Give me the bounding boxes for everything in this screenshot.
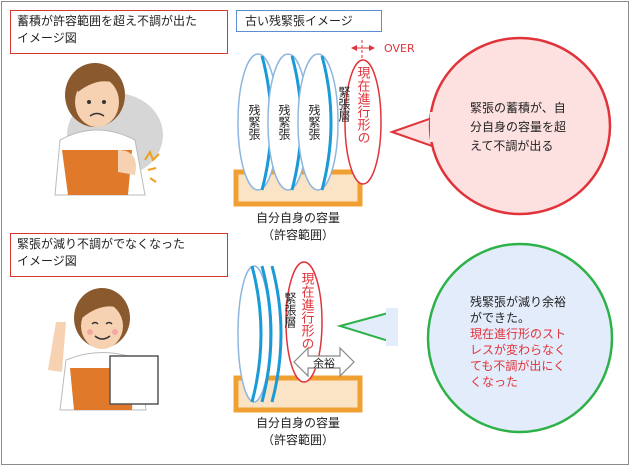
top-bubble-line1: 緊張の蓄積が、自 [470, 100, 566, 115]
bottom-capacity-caption: 自分自身の容量 （許容範囲） [236, 415, 360, 449]
top-current-layer [344, 59, 382, 185]
top-label-line2: イメージ図 [17, 31, 77, 45]
top-label-line1: 蓄積が許容範囲を超え不調が出た [17, 14, 198, 28]
top-bubble-line2: 分自身の容量を超 [470, 119, 566, 134]
bottom-current-label-a: 緊張層 [283, 292, 297, 329]
bottom-bubble-red-4: くなった [470, 375, 518, 389]
bottom-bubble-red-3: ても不調が出にく [470, 358, 565, 373]
bottom-bubble-black-2: ができた。 [470, 310, 530, 325]
bottom-current-layer [285, 261, 323, 383]
bottom-current-label-b: 現在進行形の [299, 272, 315, 350]
top-current-label-a: 緊張層 [337, 86, 351, 123]
bottom-speech-bubble: 残緊張が減り余裕 ができた。 現在進行形のスト レスが変わらなく ても不調が出に… [336, 242, 614, 434]
top-bubble-line3: えて不調が出る [470, 138, 553, 153]
bottom-label-line1: 緊張が減り不調がでなくなった [17, 237, 186, 251]
margin-label: 余裕 [313, 356, 335, 370]
top-plate-label-1: 残緊張 [247, 104, 261, 140]
margin-arrow [293, 346, 355, 378]
bottom-capacity-line2: （許容範囲） [261, 433, 334, 447]
top-speech-bubble: 緊張の蓄積が、自 分自身の容量を超 えて不調が出る [388, 36, 612, 216]
top-capacity-line2: （許容範囲） [261, 228, 334, 242]
top-dish-diagram: OVER [233, 40, 415, 207]
bottom-person-illustration [48, 288, 159, 411]
bottom-bubble-black-1: 残緊張が減り余裕 [470, 294, 566, 309]
top-label: 蓄積が許容範囲を超え不調が出た イメージ図 [10, 10, 228, 54]
top-title-text: 古い残緊張イメージ [245, 14, 353, 28]
top-plate-label-3: 残緊張 [307, 104, 321, 140]
bottom-capacity-line1: 自分自身の容量 [255, 416, 340, 430]
bottom-plate-labels: 緊張層 現在進行形の 余裕 [283, 272, 335, 370]
over-label: OVER [384, 42, 415, 55]
top-plate-label-2: 残緊張 [277, 104, 291, 140]
top-person-illustration [54, 63, 163, 196]
bottom-bubble-red-1: 現在進行形のスト [470, 327, 566, 341]
top-plate-labels: 残緊張 残緊張 残緊張 緊張層 現在進行形の [247, 66, 370, 144]
bottom-label: 緊張が減り不調がでなくなった イメージ図 [10, 233, 228, 277]
bottom-bubble-red-2: レスが変わらなく [470, 342, 566, 357]
top-title: 古い残緊張イメージ [236, 10, 382, 32]
top-current-label-b: 現在進行形の [355, 66, 371, 144]
top-capacity-line1: 自分自身の容量 [255, 211, 340, 225]
bottom-label-line2: イメージ図 [17, 254, 77, 268]
bottom-dish-diagram [233, 261, 363, 413]
top-capacity-caption: 自分自身の容量 （許容範囲） [236, 210, 360, 244]
